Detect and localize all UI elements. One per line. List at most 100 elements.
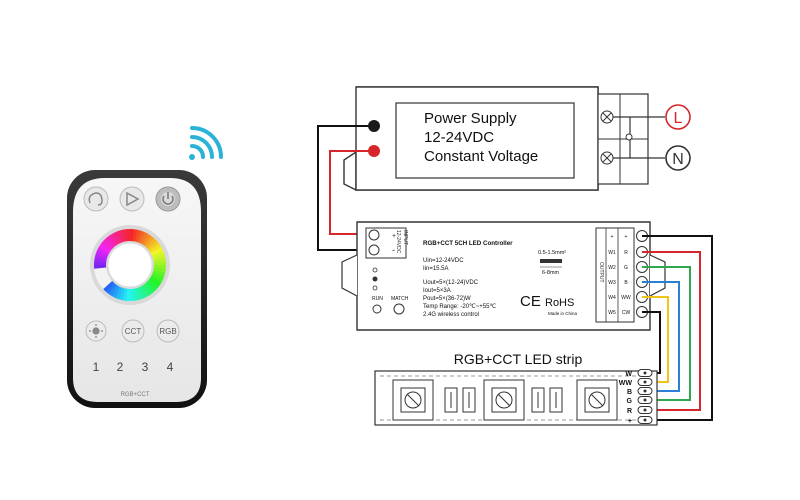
color-wheel-segment [97,246,110,256]
ac-screw-l [600,110,614,124]
led-chip-mark [590,393,604,407]
ce-mark: CE [520,293,541,310]
power-wires [317,125,378,251]
output-channel-label: CW [622,310,631,316]
color-wheel-segment [141,284,152,297]
color-wheel-segment [102,280,114,292]
neutral-terminal-label: N [672,151,684,168]
color-wheel-segment [129,288,134,301]
color-wheel-segment [136,286,145,300]
strip-pin-dot [643,418,647,422]
color-wheel[interactable] [90,225,170,305]
zone-4-button[interactable]: 4 [167,360,174,374]
spec-iin: Iin=15.5A [423,266,449,272]
made-in-label: Made in China [548,311,578,316]
power-button[interactable] [155,186,181,212]
color-wheel-segment [111,285,121,298]
color-wheel-segment [96,274,110,283]
rgb-button-label: RGB [159,327,176,336]
color-wheel-segment [126,229,131,242]
output-channel-label: R [624,250,628,256]
zone-1-button[interactable]: 1 [93,360,100,374]
color-wheel-segment [149,243,162,254]
wireless-signal-icon [189,126,223,160]
color-wheel-segment [152,269,166,277]
color-wheel-segment [147,279,160,290]
brightness-button[interactable] [85,320,107,342]
output-terminal-block [595,227,635,323]
power-supply-voltage: 12-24VDC [424,129,494,146]
output-wire-green [642,266,691,401]
power-supply-title: Power Supply [424,110,517,127]
color-wheel-segment [94,256,107,263]
output-label: OUTPUT [598,262,604,283]
color-wheel-segment [115,230,124,244]
status-led-icons [372,267,378,291]
output-group-label: W3 [608,280,616,286]
run-label: RUN [372,296,383,302]
output-wire-red [642,251,701,411]
rgb-button[interactable]: RGB [156,319,180,343]
neutral-terminal-marker [665,145,691,171]
output-channel-label: + [625,234,628,240]
color-wheel-segment [146,238,158,250]
sun-icon [89,324,103,338]
led-controller: + - 12-24VDC INPUT RGB+CCT 5CH LED Contr… [341,221,666,331]
play-button[interactable] [119,186,145,212]
match-label: MATCH [391,296,409,302]
color-wheel-segment [108,284,118,297]
output-wire-ww [642,296,669,383]
input-minus-label: - [392,245,395,255]
live-terminal-label: L [674,110,683,127]
strip-pin-dot [643,398,647,402]
wire-strip-length: 6-8mm [542,270,560,276]
controller-title: RGB+CCT 5CH LED Controller [423,240,513,247]
cct-button[interactable]: CCT [121,319,145,343]
strip-pin-dot [643,389,647,393]
color-wheel-segment [98,276,111,287]
color-wheel-segment [149,277,162,287]
strip-pin-label: G [627,398,633,405]
power-icon [162,195,174,205]
color-wheel-segment [118,287,126,301]
output-wire-plus [642,235,713,421]
output-group-label: W2 [608,265,616,271]
color-wheel-segment [98,243,111,253]
color-wheel-segment [142,233,152,246]
output-group-label: W1 [608,250,616,256]
wire-gauge-spec: 0.5-1.5mm² [538,250,566,256]
live-terminal-marker [665,104,691,130]
color-wheel-segment [139,232,149,245]
color-wheel-segment [132,229,139,242]
color-wheel-segment [121,288,128,301]
input-plus-label: + [392,233,396,240]
color-wheel-segment [103,237,115,249]
spec-pout: Pout=5×(36-72)W [423,296,471,302]
output-wire-cw [642,311,661,374]
strip-pin-dot [643,371,647,375]
spec-iout: Iout=5×3A [423,288,451,294]
color-wheel-segment [144,235,155,248]
color-wheel-segment [94,264,107,269]
color-wheel-segment [95,249,109,258]
output-group-label: W4 [608,295,616,301]
output-channel-label: WW [621,295,631,301]
strip-pin-label: WW [619,380,633,387]
spec-temp: Temp Range: -20℃~+55℃ [423,304,496,310]
zone-2-button[interactable]: 2 [117,360,124,374]
output-wires [642,235,713,421]
color-wheel-segment [151,272,165,281]
color-wheel-segment [147,240,160,252]
color-wheel-segment [94,253,108,261]
red-wire [329,150,378,235]
match-button[interactable] [393,303,405,315]
strip-pin-label: R [627,408,632,415]
dc-plus-terminal [368,145,380,157]
power-supply-label-box [395,102,575,179]
zone-3-button[interactable]: 3 [142,360,149,374]
ac-screw-n [600,151,614,165]
strip-pin-label: + [628,418,632,425]
mode-button[interactable] [83,186,109,212]
